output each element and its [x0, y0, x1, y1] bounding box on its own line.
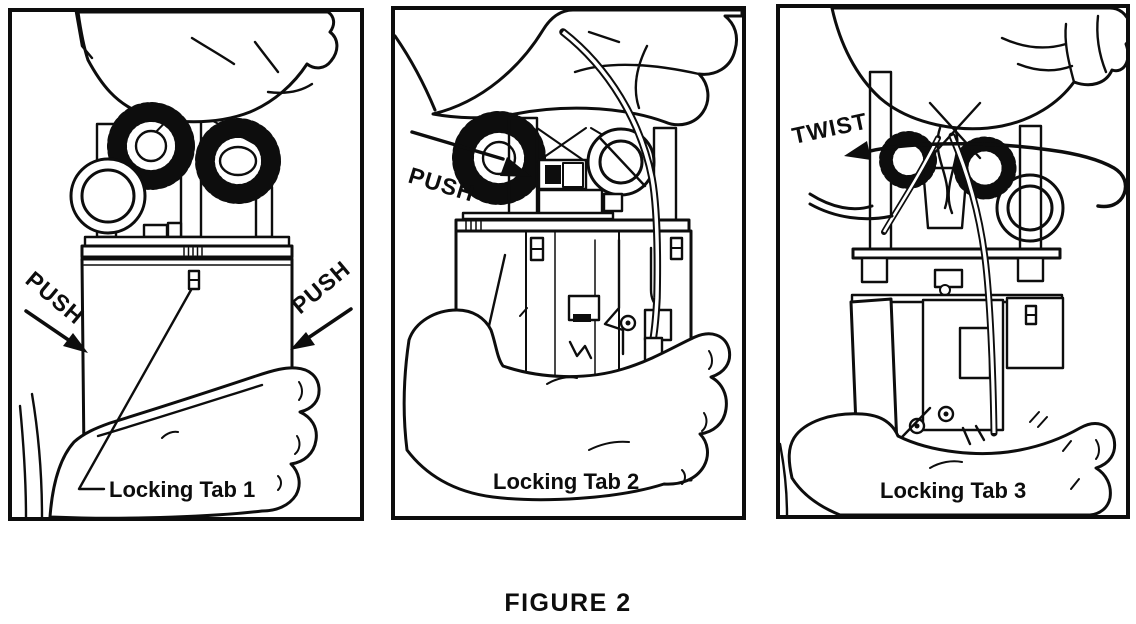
corrugated-hose — [107, 102, 281, 204]
gripping-hand-top — [395, 10, 742, 127]
pump-assembly-body — [849, 296, 1065, 452]
gripping-fist-top — [830, 8, 1126, 131]
hand-holding-assembly — [780, 411, 1117, 515]
pump-body-blocks — [537, 158, 624, 219]
twist-arrow — [808, 141, 1126, 221]
hose-fitting — [142, 221, 183, 239]
panel-step-2: Locking Tab 2 PUSH — [391, 6, 746, 520]
callout-label: Locking Tab 3 — [880, 478, 1026, 503]
push-label-right: PUSH — [287, 255, 356, 319]
locking-tab-2 — [529, 236, 545, 262]
push-label-left: PUSH — [21, 266, 90, 330]
panel-3-drawing: Locking Tab 3 TWIST — [780, 8, 1126, 515]
figure-caption: FIGURE 2 — [504, 589, 632, 617]
hand-holding-assembly — [402, 307, 732, 502]
locking-tab-3 — [1024, 304, 1038, 326]
mounting-flange — [850, 247, 1064, 304]
panel-1-drawing: Locking Tab 1 PUSH PUSH — [18, 12, 356, 517]
panel-2-drawing: Locking Tab 2 PUSH — [395, 10, 742, 502]
mounting-flange — [454, 211, 691, 233]
callout-label: Locking Tab 1 — [109, 477, 255, 502]
push-arrow-right — [290, 307, 353, 350]
hand-holding-canister — [18, 366, 321, 517]
panel-step-3: Locking Tab 3 TWIST — [776, 4, 1130, 519]
push-arrow — [410, 130, 532, 177]
hose-loop — [69, 157, 147, 235]
panel-step-1: Locking Tab 1 PUSH PUSH — [8, 8, 364, 521]
push-arrow-left — [24, 309, 88, 353]
locking-tab-1 — [187, 269, 201, 291]
mounting-flange — [80, 235, 294, 259]
twist-label: TWIST — [790, 108, 870, 149]
forearm-line — [808, 192, 874, 211]
callout-leader-line — [77, 288, 193, 491]
callout-label: Locking Tab 2 — [493, 469, 639, 494]
gripping-fist-top — [74, 12, 339, 124]
fuel-hose — [948, 132, 998, 437]
